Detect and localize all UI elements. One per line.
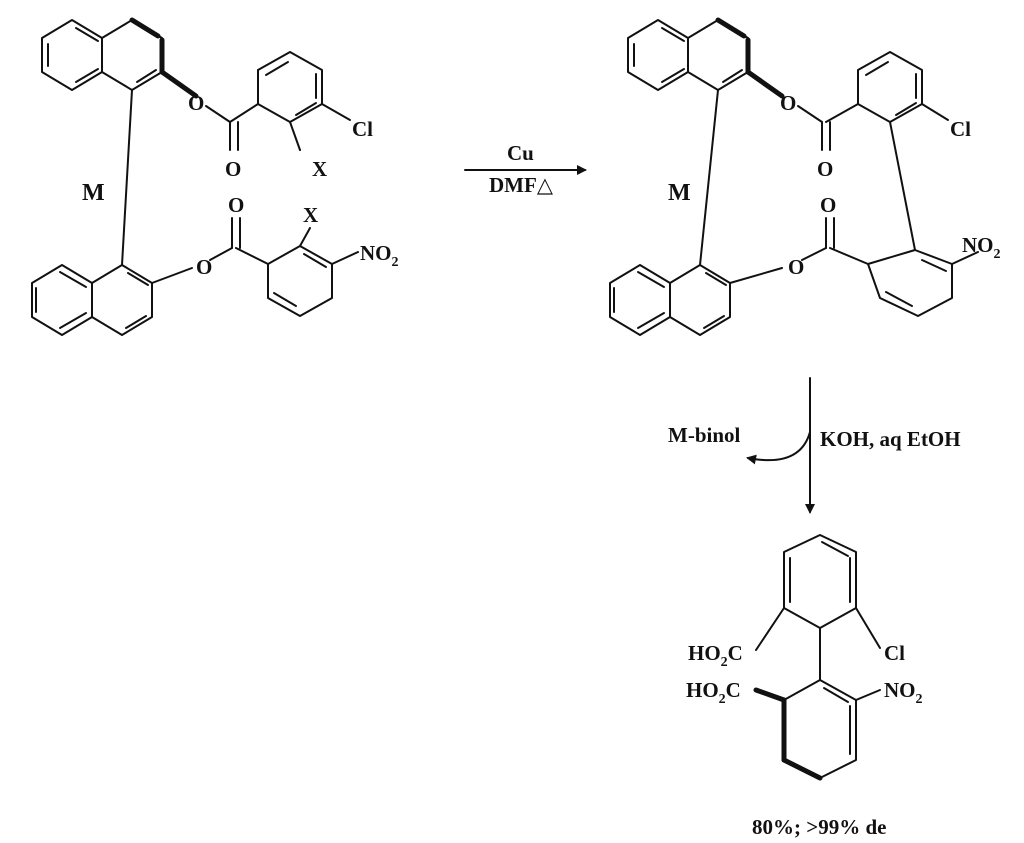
- intermediate-carbonyl-oxygen-top: O: [817, 157, 833, 181]
- product-chloro: Cl: [884, 641, 905, 665]
- reactant-x-top: X: [312, 157, 327, 181]
- intermediate-bottom-naphthalene: [609, 247, 827, 336]
- intermediate-structure: O O Cl M O O NO2: [609, 17, 1001, 336]
- top-naphthalene: [41, 17, 231, 123]
- reactant-structure: O O X Cl M O O X: [31, 17, 399, 336]
- product-upper-ring: [755, 534, 881, 651]
- intermediate-top-naphthalene: [627, 17, 823, 123]
- conditions-koh: KOH, aq EtOH: [820, 427, 961, 451]
- product-structure: HO2C HO2C Cl NO2 80%; >99% de: [686, 534, 923, 839]
- product-yield: 80%; >99% de: [752, 815, 886, 839]
- reactant-nitro: NO2: [360, 241, 399, 270]
- product-acid-top: HO2C: [688, 641, 743, 670]
- reaction-arrow-2: M-binol KOH, aq EtOH: [668, 377, 961, 514]
- reactant-ester-oxygen-top: O: [188, 91, 204, 115]
- reactant-chloro: Cl: [352, 117, 373, 141]
- intermediate-biaryl-axis-bond: [699, 89, 719, 266]
- byproduct-m-binol: M-binol: [668, 423, 741, 447]
- reactant-carbonyl-oxygen-bottom: O: [228, 193, 244, 217]
- reactant-chirality-label: M: [82, 180, 105, 206]
- intermediate-ester-oxygen-bottom: O: [788, 255, 804, 279]
- biaryl-axis-bond: [121, 89, 133, 266]
- intermediate-lower-aryl: [825, 217, 979, 317]
- bottom-naphthalene: [31, 247, 233, 336]
- product-nitro: NO2: [884, 678, 923, 707]
- product-lower-ring: [753, 679, 881, 781]
- reactant-ester-oxygen-bottom: O: [196, 255, 212, 279]
- reactant-carbonyl-oxygen-top: O: [225, 157, 241, 181]
- intermediate-chirality-label: M: [668, 180, 691, 206]
- intermediate-nitro: NO2: [962, 233, 1001, 262]
- product-acid-bottom: HO2C: [686, 678, 741, 707]
- reagent-cu: Cu: [507, 141, 534, 165]
- intermediate-chloro: Cl: [950, 117, 971, 141]
- intermediate-ester-oxygen-top: O: [780, 91, 796, 115]
- top-benzoate: [229, 51, 351, 151]
- conditions-dmf: DMF△: [489, 173, 554, 197]
- intermediate-carbonyl-oxygen-bottom: O: [820, 193, 836, 217]
- intermediate-upper-aryl: [821, 51, 949, 251]
- bottom-benzoate: [231, 217, 359, 317]
- reaction-arrow-1: Cu DMF△: [464, 141, 587, 197]
- reactant-x-bottom: X: [303, 203, 318, 227]
